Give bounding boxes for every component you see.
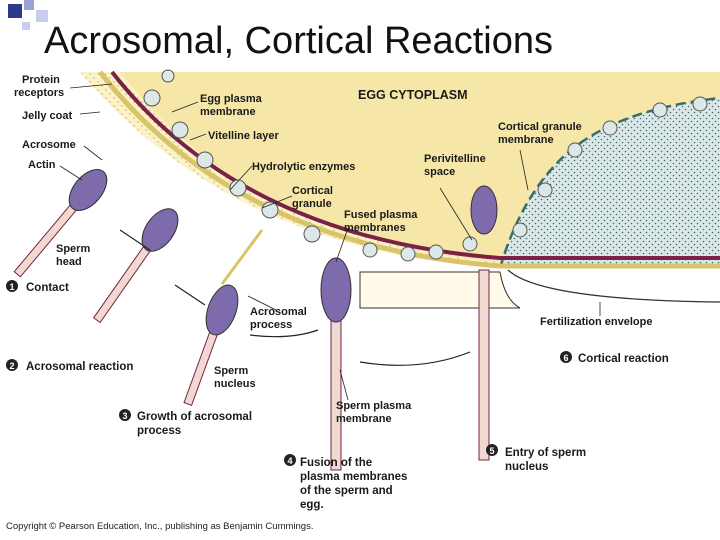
leader-line (69, 83, 113, 89)
leader-line (189, 133, 207, 141)
step-text: Growth of acrosomal process (137, 411, 255, 437)
label-line: nucleus (214, 378, 256, 390)
label-line: membranes (344, 222, 406, 234)
label-line: Fusion of the (300, 457, 372, 469)
sperm-stage-3 (183, 229, 264, 406)
stage-arrow (119, 229, 151, 251)
copyright-notice: Copyright © Pearson Education, Inc., pub… (6, 521, 314, 532)
step-number: 5 (489, 446, 494, 456)
step-number: 1 (9, 282, 14, 292)
vitelline-layer-label: Vitelline layer (208, 130, 279, 142)
acrosomal-process-label: Acrosomal process (250, 306, 310, 331)
sperm-stage-1 (13, 169, 108, 278)
step-text: Fusion of the plasma membranes of the sp… (300, 457, 411, 511)
stage-arrow (359, 351, 471, 366)
label-line: Protein (22, 74, 60, 86)
egg-plasma-membrane-label: Egg plasma membrane (200, 93, 265, 118)
leader-line (229, 165, 253, 191)
label-line: of the sperm and (300, 485, 393, 497)
label-line: Cortical granule (498, 121, 582, 133)
leader-line (339, 369, 349, 401)
label-line: plasma membranes (300, 471, 407, 483)
cortical-reaction-region (500, 98, 720, 268)
label-line: Sperm (56, 243, 90, 255)
cortical-granule-membrane-label: Cortical granule membrane (498, 121, 585, 146)
egg-plasma-membrane (110, 70, 720, 260)
step-text: Contact (26, 282, 69, 294)
label-line: Cortical (292, 185, 333, 197)
step-number: 2 (9, 361, 14, 371)
label-line: membrane (200, 106, 256, 118)
step-4: 4 Fusion of the plasma membranes of the … (284, 454, 411, 511)
leader-line (439, 187, 473, 241)
stage-arrow (249, 329, 319, 338)
sperm-plasma-membrane-label: Sperm plasma membrane (336, 400, 414, 425)
leader-line (83, 145, 103, 161)
label-line: granule (292, 198, 332, 210)
label-line: Egg plasma (200, 93, 263, 105)
label-line: process (250, 319, 292, 331)
label-line: membrane (498, 134, 554, 146)
egg-cytoplasm-label: EGG CYTOPLASM (358, 88, 468, 102)
sperm-nucleus-label: Sperm nucleus (214, 365, 256, 390)
sperm-stage-4 (320, 257, 352, 471)
step-6: 6 Cortical reaction (560, 351, 669, 365)
label-line: Sperm plasma (336, 400, 412, 412)
step-3: 3 Growth of acrosomal process (119, 409, 255, 437)
cortical-granule-label: Cortical granule (292, 185, 336, 210)
stage-arrow (174, 284, 206, 306)
leader-line (519, 149, 529, 191)
label-line: Perivitelline (424, 153, 486, 165)
step-text: Entry of sperm nucleus (505, 447, 589, 473)
leader-line (335, 227, 349, 263)
jelly-coat-label: Jelly coat (22, 110, 72, 122)
sperm-stage-5 (470, 185, 498, 461)
step-number: 6 (563, 353, 568, 363)
leader-line (247, 295, 277, 311)
fertilization-envelope (507, 269, 720, 303)
label-line: Fused plasma (344, 209, 418, 221)
perivitelline-space-label: Perivitelline space (424, 153, 489, 178)
label-line: process (137, 425, 181, 437)
label-line: membrane (336, 413, 392, 425)
step-text: Acrosomal reaction (26, 361, 133, 373)
fertilization-envelope-label: Fertilization envelope (540, 316, 652, 328)
perivitelline-space (359, 271, 521, 309)
label-line: Growth of acrosomal (137, 411, 252, 423)
label-line: nucleus (505, 461, 548, 473)
label-line: space (424, 166, 455, 178)
step-2: 2 Acrosomal reaction (6, 359, 133, 373)
label-line: Entry of sperm (505, 447, 586, 459)
sperm-head-label: Sperm head (56, 243, 93, 268)
leader-line (171, 101, 199, 113)
label-line: receptors (14, 87, 64, 99)
step-1: 1 Contact (6, 280, 69, 294)
actin-label: Actin (28, 159, 56, 171)
step-number: 4 (287, 456, 292, 466)
sperm-stage-2 (92, 208, 179, 324)
acrosome-label: Acrosome (22, 139, 76, 151)
leader-line (59, 165, 83, 181)
label-line: egg. (300, 499, 324, 511)
step-number: 3 (122, 411, 127, 421)
leader-line (79, 111, 101, 115)
cortical-granule-group (143, 69, 708, 262)
leader-line (261, 195, 293, 209)
label-line: Sperm (214, 365, 248, 377)
step-text: Cortical reaction (578, 353, 669, 365)
step-5: 5 Entry of sperm nucleus (486, 444, 589, 473)
label-line: Acrosomal (250, 306, 307, 318)
label-line: head (56, 256, 82, 268)
title-bullet-decoration (0, 0, 60, 48)
slide-title: Acrosomal, Cortical Reactions (44, 20, 553, 62)
fused-plasma-membranes-label: Fused plasma membranes (344, 209, 420, 234)
protein-receptors-label: Protein receptors (14, 74, 64, 99)
hydrolytic-enzymes-label: Hydrolytic enzymes (252, 161, 355, 173)
